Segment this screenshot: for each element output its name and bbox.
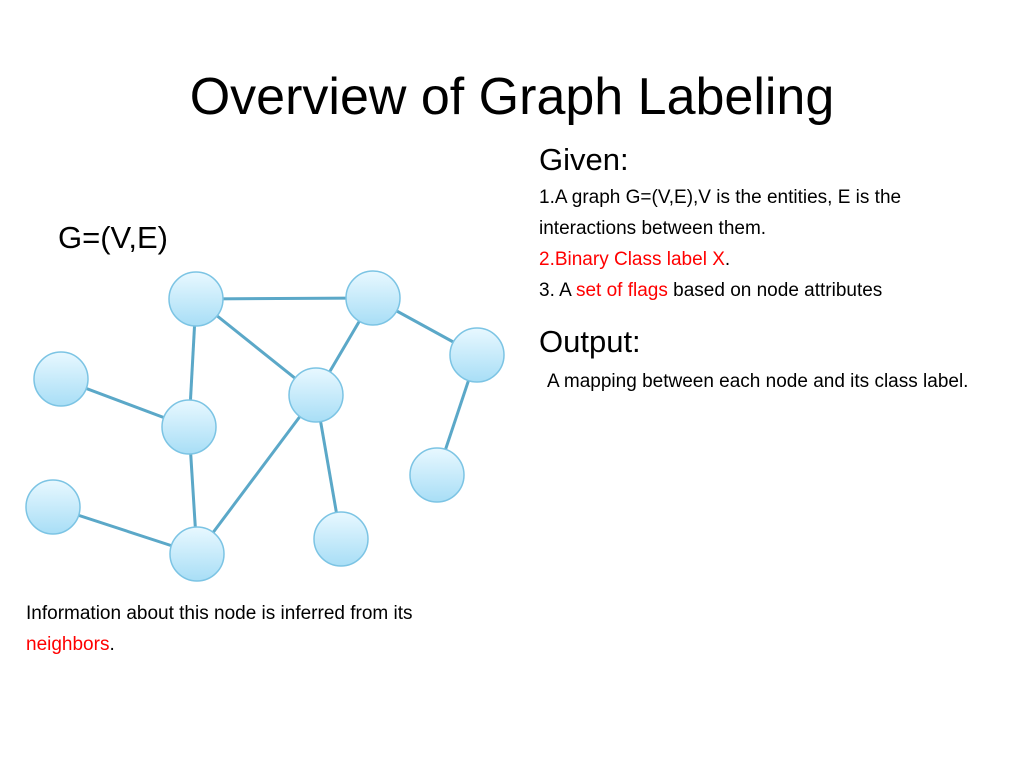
graph-node: [169, 526, 225, 582]
graph-node: [313, 511, 369, 567]
caption-highlight-neighbors: neighbors: [26, 634, 110, 655]
given-item-2: 2.Binary Class label X.: [539, 244, 999, 275]
graph-edge: [195, 296, 374, 301]
output-heading: Output:: [539, 324, 641, 359]
given-item-1: 1.A graph G=(V,E),V is the entities, E i…: [539, 187, 902, 239]
given-heading: Given:: [539, 142, 629, 177]
given-item-3: 3. A set of flags based on node attribut…: [539, 275, 999, 306]
caption-text: Information about this node is inferred …: [26, 603, 413, 624]
given-list: 1.A graph G=(V,E),V is the entities, E i…: [539, 182, 999, 306]
graph-node: [33, 351, 89, 407]
graph-node: [345, 270, 401, 326]
graph-node: [449, 327, 505, 383]
slide-title: Overview of Graph Labeling: [189, 68, 835, 126]
graph-node: [409, 447, 465, 503]
caption-tail: .: [109, 634, 115, 655]
graph-edges: [52, 296, 479, 556]
given-item-2-highlight: 2.Binary Class label X: [539, 249, 725, 270]
given-item-3-tail: based on node attributes: [667, 280, 883, 301]
neighbor-inference-caption: Information about this node is inferred …: [26, 598, 466, 660]
given-item-2-tail: .: [724, 249, 731, 270]
given-item-3-highlight: set of flags: [575, 280, 668, 301]
graph-notation-label: G=(V,E): [58, 220, 168, 255]
graph-nodes: [25, 270, 505, 582]
graph-edge: [195, 394, 318, 555]
output-description: A mapping between each node and its clas…: [547, 371, 969, 392]
graph-node: [288, 367, 344, 423]
given-item-3-prefix: 3. A: [539, 280, 576, 301]
graph-node: [161, 399, 217, 455]
graph-node: [168, 271, 224, 327]
graph-node: [25, 479, 81, 535]
